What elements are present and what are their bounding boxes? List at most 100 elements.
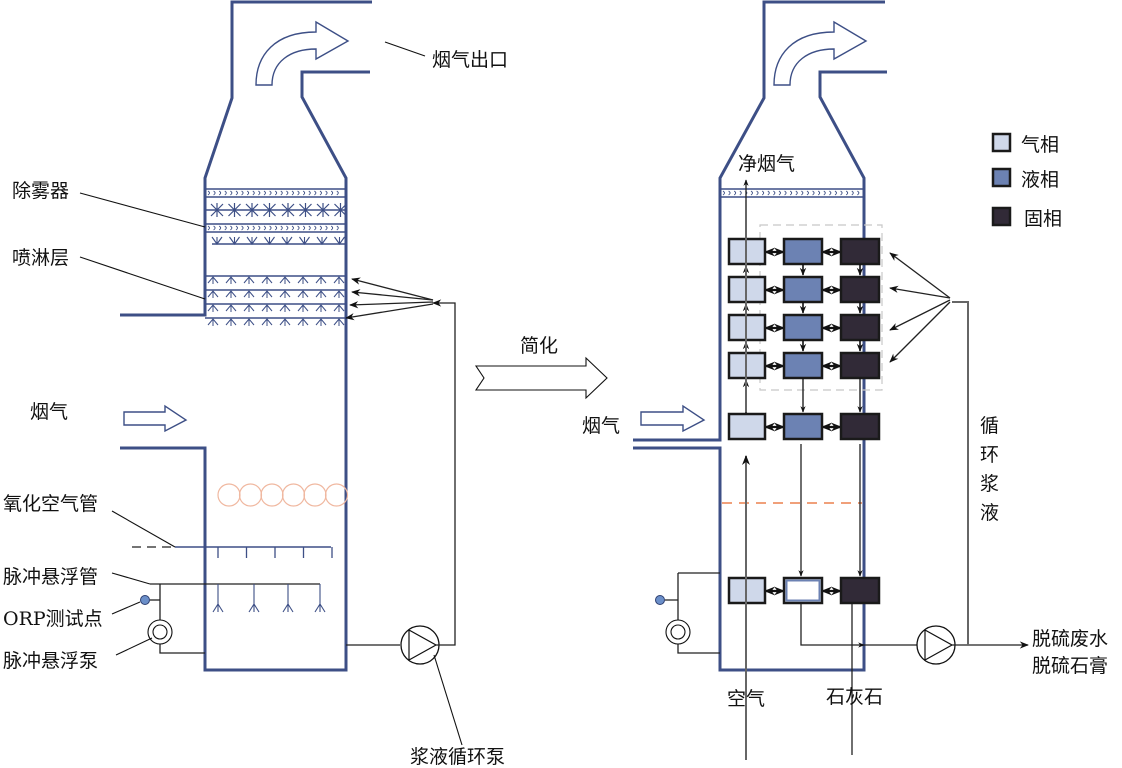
- label-spray-layer: 喷淋层: [12, 247, 69, 269]
- phase-box-solid: [839, 237, 881, 266]
- pulse-nozzle: [248, 584, 260, 613]
- spray-feed-3: [349, 301, 434, 309]
- phase-boxes: [727, 237, 881, 605]
- demister-wash-nozzle: [334, 203, 347, 217]
- oxidation-bubbles: [217, 483, 349, 507]
- demister-wash-nozzle-down: [211, 236, 223, 245]
- label-pulse-suspension-pipe: 脉冲悬浮管: [3, 566, 98, 588]
- phase-box-liquid: [782, 351, 824, 380]
- right-spray-feed-1: [889, 252, 951, 299]
- legend-label-solid: 固相: [1024, 208, 1062, 230]
- oxidation-bubble: [260, 483, 284, 507]
- spray-nozzle: [207, 276, 219, 284]
- phase-box-liquid: [782, 275, 824, 304]
- pulse-nozzle: [212, 584, 224, 613]
- label-slurry-circulation-pump: 浆液循环泵: [410, 746, 505, 768]
- demister-wash-nozzle: [281, 203, 295, 217]
- spray-layers: [205, 275, 346, 326]
- spray-feed-4: [345, 303, 434, 321]
- oxidation-air-pipe: [132, 546, 333, 558]
- demister-wash-nozzle-down: [229, 236, 240, 245]
- demister-wash-nozzle-down: [246, 236, 258, 245]
- phase-box-liquid: [782, 237, 824, 266]
- spray-nozzle: [315, 304, 327, 312]
- spray-nozzle: [225, 290, 237, 298]
- legend-label-liquid: 液相: [1021, 169, 1059, 191]
- spray-nozzle: [333, 304, 345, 312]
- right-recirculation-riser: [952, 301, 969, 645]
- legend-swatch-solid: [991, 206, 1012, 227]
- oxidation-bubble: [303, 483, 327, 507]
- right-flows: [655, 179, 1029, 760]
- spray-nozzle: [333, 290, 345, 298]
- pulse-suspension-pipe: [150, 583, 326, 613]
- oxidation-bubble: [217, 483, 241, 507]
- spray-nozzle: [261, 276, 273, 284]
- right-spray-feed-3: [889, 299, 951, 331]
- demister-vanes-1: [207, 190, 339, 196]
- spray-nozzle: [243, 290, 255, 298]
- legend-swatch-liquid: [991, 167, 1012, 188]
- pulse-pump-icon: [147, 619, 173, 645]
- simplify-transition: 简化: [474, 335, 608, 400]
- label-desulfurization-gypsum: 脱硫石膏: [1032, 654, 1108, 677]
- pulse-nozzle: [282, 584, 294, 613]
- oxidation-bubble: [281, 483, 306, 507]
- spray-nozzle: [207, 290, 219, 298]
- left-tower: [120, 0, 372, 672]
- label-air: 空气: [727, 688, 765, 710]
- right-tower-wall-left: [633, 0, 885, 442]
- demister-wash-nozzle: [299, 203, 312, 217]
- spray-nozzle: [261, 318, 273, 326]
- label-pulse-suspension-pump: 脉冲悬浮泵: [3, 650, 98, 672]
- label-limestone: 石灰石: [826, 686, 883, 708]
- demister-wash-nozzle: [263, 203, 276, 217]
- phase-box-liquid: [782, 412, 824, 441]
- phase-box-liquid: [782, 576, 824, 605]
- pulse-nozzle: [314, 584, 326, 613]
- right-slurry-pump-icon: [916, 625, 956, 665]
- spray-nozzle: [279, 304, 291, 312]
- demister-wash-nozzle-down: [334, 236, 345, 245]
- right-labels: 净烟气 烟气 循 环 浆 液 空气 石灰石 脱硫废水 脱硫石膏: [582, 153, 1108, 710]
- spray-nozzle: [225, 276, 237, 284]
- left-outlet-arrow-icon: [255, 20, 350, 86]
- pulse-pump-assembly: [140, 584, 205, 654]
- label-circulating-slurry-3: 浆: [980, 473, 999, 495]
- spray-nozzle: [261, 290, 273, 298]
- spray-nozzle: [297, 318, 309, 326]
- spray-nozzle: [225, 318, 237, 326]
- spray-feed-1: [351, 277, 434, 301]
- left-tower-wall-left: [120, 0, 372, 317]
- demister-wash-nozzle: [210, 203, 224, 217]
- right-spray-feed-4: [889, 301, 951, 363]
- demister-wash-nozzle: [316, 203, 330, 217]
- label-desulfurization-wastewater: 脱硫废水: [1032, 628, 1108, 650]
- demister-wash-nozzle: [228, 203, 241, 217]
- oxidation-bubble: [324, 483, 349, 507]
- slurry-pump-icon: [400, 625, 440, 665]
- label-demister: 除雾器: [12, 180, 69, 202]
- label-flue-gas-inlet-right: 烟气: [582, 415, 620, 437]
- label-circulating-slurry-2: 环: [980, 444, 999, 466]
- label-oxidation-air-pipe: 氧化空气管: [3, 493, 98, 515]
- tank-liquid-inner: [785, 579, 821, 602]
- spray-nozzle: [279, 318, 291, 326]
- phase-box-gas: [727, 412, 767, 441]
- orp-test-point-icon: [140, 595, 150, 605]
- oxidation-bubble: [238, 483, 263, 507]
- label-simplify: 简化: [520, 335, 558, 357]
- label-circulating-slurry-1: 循: [980, 415, 999, 437]
- demister-wash-nozzle-down: [264, 236, 275, 245]
- demister-wash-nozzle-down: [316, 236, 328, 245]
- pulse-pump-line: [159, 584, 205, 654]
- right-spray-feed-2: [889, 285, 951, 299]
- right-pulse-pump-icon: [665, 619, 691, 645]
- spray-nozzle: [243, 276, 255, 284]
- left-recirculation-loop: [345, 277, 456, 665]
- spray-nozzle: [297, 276, 309, 284]
- demister-wash-nozzle-down: [281, 236, 293, 245]
- recirculation-riser: [432, 299, 456, 646]
- right-demister: [720, 188, 864, 198]
- spray-nozzle: [297, 290, 309, 298]
